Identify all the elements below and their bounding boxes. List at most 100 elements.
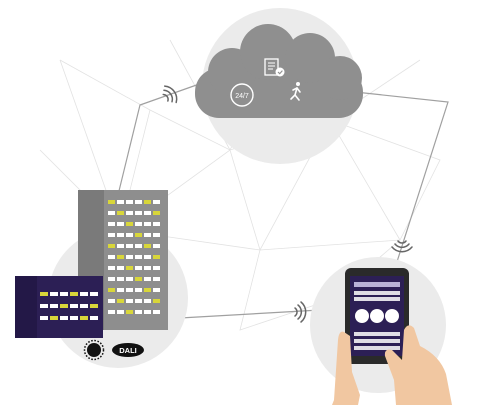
window bbox=[135, 266, 142, 270]
window bbox=[40, 292, 48, 296]
window bbox=[126, 244, 133, 248]
window bbox=[153, 288, 160, 292]
window bbox=[144, 277, 151, 281]
window bbox=[135, 244, 142, 248]
window bbox=[108, 277, 115, 281]
clock-24-7-icon: 24/7 bbox=[230, 83, 254, 107]
window bbox=[153, 200, 160, 204]
window bbox=[135, 299, 142, 303]
window bbox=[135, 200, 142, 204]
window bbox=[108, 233, 115, 237]
window bbox=[117, 255, 124, 259]
link-building-cloud bbox=[117, 81, 206, 196]
window bbox=[144, 244, 151, 248]
window bbox=[90, 316, 98, 320]
window bbox=[126, 288, 133, 292]
wifi-signal-icon bbox=[391, 240, 413, 253]
window bbox=[117, 288, 124, 292]
window bbox=[126, 222, 133, 226]
link-cloud-tablet bbox=[354, 91, 449, 269]
window bbox=[126, 310, 133, 314]
window bbox=[80, 304, 88, 308]
window bbox=[144, 233, 151, 237]
window bbox=[50, 316, 58, 320]
window bbox=[60, 292, 68, 296]
window bbox=[117, 200, 124, 204]
window bbox=[70, 304, 78, 308]
tablet-device bbox=[345, 268, 409, 364]
window bbox=[40, 304, 48, 308]
right-hand-icon bbox=[384, 325, 452, 405]
window bbox=[117, 277, 124, 281]
window bbox=[153, 222, 160, 226]
window bbox=[90, 292, 98, 296]
window bbox=[126, 200, 133, 204]
window bbox=[135, 277, 142, 281]
window bbox=[108, 200, 115, 204]
window bbox=[144, 310, 151, 314]
window bbox=[117, 244, 124, 248]
window bbox=[60, 316, 68, 320]
window bbox=[144, 222, 151, 226]
window bbox=[144, 255, 151, 259]
window bbox=[153, 211, 160, 215]
rotary-dial-icon bbox=[83, 339, 105, 361]
window bbox=[108, 266, 115, 270]
window bbox=[80, 292, 88, 296]
wifi-signal-icon bbox=[294, 301, 307, 323]
report-check-icon bbox=[264, 58, 285, 77]
window bbox=[144, 211, 151, 215]
window bbox=[108, 244, 115, 248]
emergency-exit-icon bbox=[290, 82, 301, 101]
window bbox=[135, 222, 142, 226]
window bbox=[153, 299, 160, 303]
window bbox=[80, 316, 88, 320]
window bbox=[108, 310, 115, 314]
window bbox=[144, 200, 151, 204]
window bbox=[126, 233, 133, 237]
window bbox=[108, 222, 115, 226]
low-building bbox=[15, 276, 103, 338]
window bbox=[108, 211, 115, 215]
window bbox=[108, 288, 115, 292]
window bbox=[135, 233, 142, 237]
window bbox=[126, 266, 133, 270]
window bbox=[126, 277, 133, 281]
window bbox=[135, 288, 142, 292]
window bbox=[153, 244, 160, 248]
wifi-signal-icon bbox=[162, 85, 178, 104]
window bbox=[135, 211, 142, 215]
window bbox=[108, 255, 115, 259]
dali-logo: DALI bbox=[112, 343, 144, 357]
window bbox=[126, 255, 133, 259]
window bbox=[40, 316, 48, 320]
window bbox=[135, 255, 142, 259]
window bbox=[117, 211, 124, 215]
window bbox=[117, 310, 124, 314]
window bbox=[126, 299, 133, 303]
window bbox=[153, 310, 160, 314]
window bbox=[117, 299, 124, 303]
link-building-tablet bbox=[179, 309, 321, 319]
window bbox=[153, 233, 160, 237]
left-hand-icon bbox=[332, 331, 360, 405]
window bbox=[117, 266, 124, 270]
window bbox=[60, 304, 68, 308]
window bbox=[153, 277, 160, 281]
window bbox=[70, 292, 78, 296]
window bbox=[153, 266, 160, 270]
window bbox=[50, 304, 58, 308]
window bbox=[70, 316, 78, 320]
window bbox=[108, 299, 115, 303]
window bbox=[153, 255, 160, 259]
window bbox=[144, 266, 151, 270]
window bbox=[144, 288, 151, 292]
dali-label: DALI bbox=[119, 346, 137, 355]
window bbox=[90, 304, 98, 308]
label-24-7: 24/7 bbox=[235, 93, 249, 100]
window bbox=[117, 233, 124, 237]
window bbox=[135, 310, 142, 314]
window bbox=[117, 222, 124, 226]
window bbox=[50, 292, 58, 296]
